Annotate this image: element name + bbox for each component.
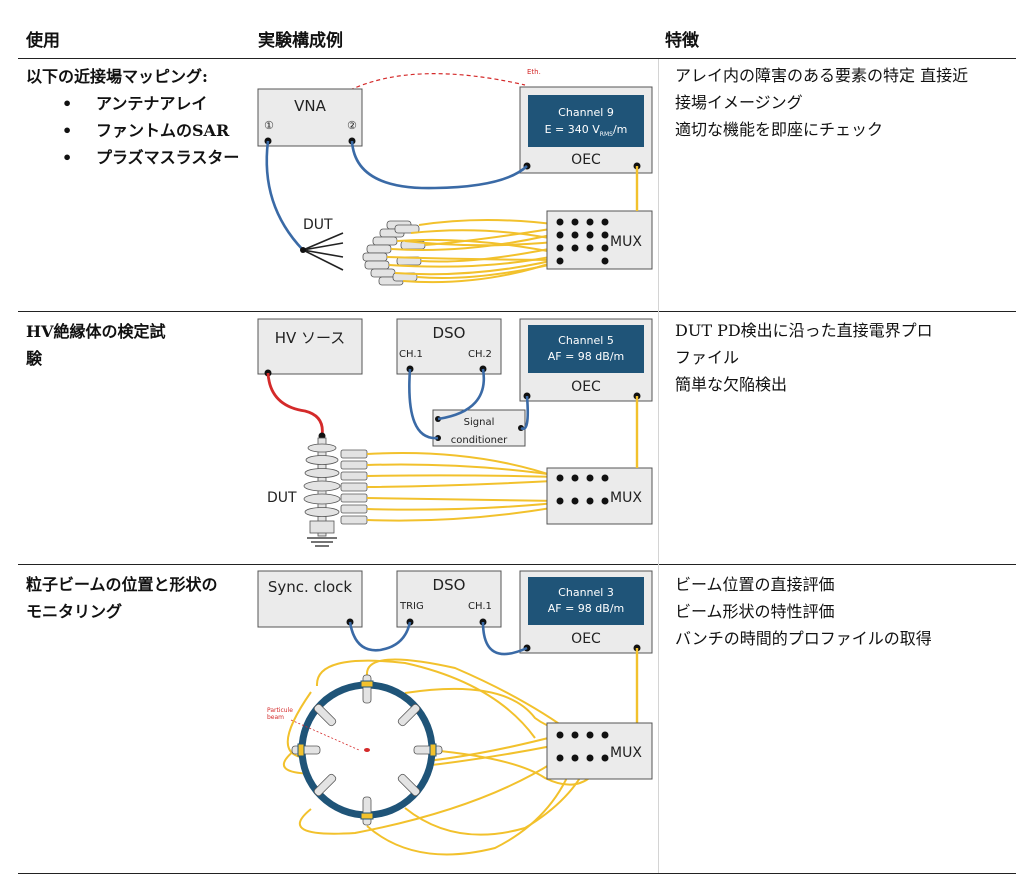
row3-diagram: Sync. clock DSO TRIG CH.1 Channel 3 AF =…	[257, 570, 653, 856]
feature-line: 適切な機能を即座にチェック	[675, 120, 884, 139]
mux-box	[546, 722, 653, 780]
dso-ch1-label: CH.1	[399, 349, 423, 360]
oec-screen-value: AF = 98 dB/m	[548, 350, 625, 363]
oec-screen-channel: Channel 9	[558, 106, 614, 119]
feature-line: DUT PD検出に沿った直接電界プロ	[675, 321, 933, 340]
header-example: 実験構成例	[258, 31, 343, 51]
dso-box	[396, 570, 502, 628]
oec-screen-channel: Channel 5	[558, 334, 614, 347]
dut-label: DUT	[267, 490, 297, 506]
list-item: ファントムのSAR	[62, 117, 239, 144]
particle-beam-label1: Particule	[267, 707, 293, 714]
row1-use: 以下の近接場マッピング: アンテナアレイ ファントムのSAR プラズマスラスター	[26, 63, 239, 171]
row3-use: 粒子ビームの位置と形状の モニタリング	[26, 571, 218, 625]
feature-line: 簡単な欠陥検出	[675, 375, 788, 394]
mux-label: MUX	[610, 490, 642, 506]
dso-ch2-label: CH.2	[468, 349, 492, 360]
blue-cable-vna-dut	[265, 140, 304, 251]
oec-label: OEC	[571, 631, 601, 647]
table-bottom-line	[18, 873, 1016, 874]
oec-screen-channel: Channel 3	[558, 586, 614, 599]
header-divider	[18, 58, 1016, 59]
beam-probe-mounts	[297, 680, 437, 820]
mux-box	[546, 467, 653, 525]
particle-beam-arrow	[290, 719, 360, 751]
oec-screen	[528, 325, 644, 373]
row3-use-title-cont: モニタリング	[26, 602, 123, 621]
blue-cable-oec	[520, 395, 530, 431]
vna-box	[257, 88, 363, 147]
feature-line: ビーム位置の直接評価	[675, 575, 835, 594]
dso-trig-label: TRIG	[399, 601, 424, 612]
row3-use-title: 粒子ビームの位置と形状の	[26, 575, 218, 594]
oec-screen-value: E = 340 VRMS/m	[545, 123, 628, 138]
dso-label: DSO	[433, 576, 466, 594]
header-use: 使用	[26, 31, 60, 51]
row1-features: アレイ内の障害のある要素の特定 直接近 接場イメージング 適切な機能を即座にチェ…	[675, 62, 1005, 143]
feature-line: バンチの時間的プロファイルの取得	[675, 629, 932, 648]
list-item: プラズマスラスター	[62, 144, 239, 171]
sync-clock-box	[257, 570, 363, 628]
blue-cable-vna-oec	[350, 140, 528, 190]
particle-beam-label2: beam	[267, 714, 284, 721]
row1-diagram: Eth. VNA ① ② Channel 9 E = 340 VRMS/m OE…	[257, 68, 653, 286]
mux-label: MUX	[610, 234, 642, 250]
mux-ports	[556, 218, 609, 265]
dut-feed-point	[300, 247, 306, 253]
blue-cable-ch2	[437, 368, 486, 421]
dso-ch1-label: CH.1	[468, 601, 492, 612]
row-divider-1	[18, 311, 1016, 312]
feature-line: 接場イメージング	[675, 93, 803, 112]
particle-beam-dot	[364, 748, 370, 752]
list-item: アンテナアレイ	[62, 90, 239, 117]
row2-use: HV絶縁体の検定試 験	[26, 318, 166, 372]
row1-use-title: 以下の近接場マッピング:	[26, 67, 208, 86]
port2-label: ②	[347, 119, 357, 132]
hv-red-cable	[266, 372, 324, 437]
oec-screen	[528, 95, 644, 147]
probe-array	[362, 220, 426, 286]
dut-label: DUT	[303, 217, 333, 233]
column-divider	[658, 59, 659, 873]
dut-antenna	[302, 232, 344, 271]
hv-insulator	[303, 437, 341, 537]
mux-label: MUX	[610, 745, 642, 761]
hv-source-box	[257, 318, 363, 375]
vna-label: VNA	[294, 97, 326, 115]
probe-stack	[340, 449, 368, 525]
feature-line: アレイ内の障害のある要素の特定 直接近	[675, 66, 969, 85]
sync-clock-label: Sync. clock	[268, 578, 353, 596]
row2-use-title-cont: 験	[26, 349, 43, 368]
row1-use-list: アンテナアレイ ファントムのSAR プラズマスラスター	[26, 90, 239, 171]
oec-screen-value: AF = 98 dB/m	[548, 602, 625, 615]
row2-use-title: HV絶縁体の検定試	[26, 322, 166, 341]
oec-label: OEC	[571, 152, 601, 168]
blue-cable-clock-trig	[348, 621, 412, 652]
row-divider-2	[18, 564, 1016, 565]
mux-ports	[556, 731, 609, 762]
signal-conditioner-label1: Signal	[464, 417, 495, 428]
ground-symbol	[307, 537, 337, 547]
oec-label: OEC	[571, 379, 601, 395]
row2-features: DUT PD検出に沿った直接電界プロ ファイル 簡単な欠陥検出	[675, 317, 1005, 398]
feature-line: ファイル	[675, 348, 740, 367]
port1-label: ①	[264, 119, 274, 132]
eth-label: Eth.	[527, 68, 541, 76]
row3-features: ビーム位置の直接評価 ビーム形状の特性評価 バンチの時間的プロファイルの取得	[675, 571, 1005, 652]
oec-screen	[528, 577, 644, 625]
mux-box	[546, 210, 653, 270]
header-features: 特徴	[665, 31, 699, 51]
ethernet-link	[349, 73, 526, 91]
mux-ports	[556, 474, 609, 505]
dso-box	[396, 318, 502, 375]
row2-diagram: HV ソース DSO CH.1 CH.2 Channel 5 AF = 98 d…	[257, 318, 653, 547]
blue-cable-ch1-oec	[481, 621, 528, 656]
hv-source-label: HV ソース	[275, 329, 346, 347]
blue-cable-ch1	[408, 368, 439, 440]
feature-line: ビーム形状の特性評価	[675, 602, 835, 621]
dso-label: DSO	[433, 324, 466, 342]
signal-conditioner-label2: conditioner	[451, 435, 508, 446]
